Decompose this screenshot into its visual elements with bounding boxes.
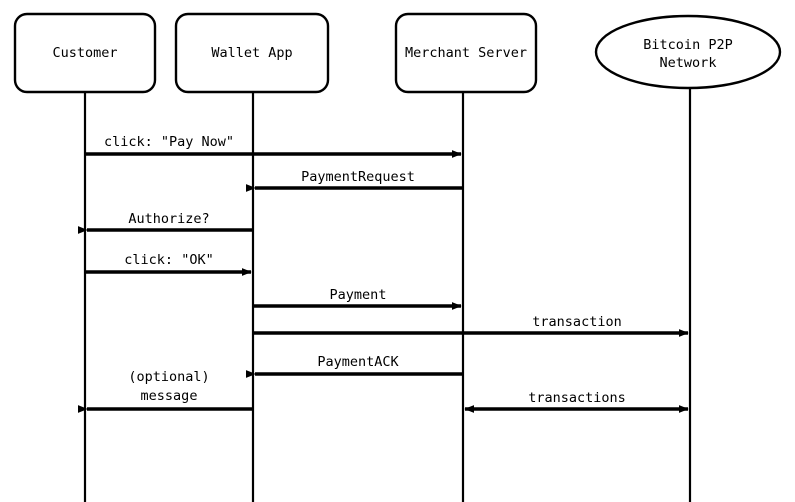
message-optional-message[interactable]: (optional) message bbox=[77, 369, 253, 413]
message-authorize[interactable]: Authorize? bbox=[77, 211, 253, 234]
participant-merchant[interactable]: Merchant Server bbox=[394, 12, 538, 94]
message-payment-ack-label: PaymentACK bbox=[317, 354, 399, 370]
message-transactions-label: transactions bbox=[528, 390, 626, 406]
message-transactions[interactable]: transactions bbox=[464, 390, 689, 413]
participant-bitcoin[interactable]: Bitcoin P2P Network bbox=[594, 14, 782, 90]
participant-customer-box[interactable] bbox=[13, 12, 157, 94]
participant-customer-label: Customer bbox=[52, 45, 117, 61]
message-authorize-label: Authorize? bbox=[128, 211, 209, 227]
message-optional-message-label-line1: (optional) bbox=[128, 369, 209, 385]
participant-bitcoin-ellipse[interactable] bbox=[594, 14, 782, 90]
participant-bitcoin-label-line1: Bitcoin P2P bbox=[643, 37, 732, 53]
participant-wallet-label: Wallet App bbox=[211, 45, 292, 61]
message-transaction-label: transaction bbox=[532, 314, 621, 330]
participant-wallet-box[interactable] bbox=[174, 12, 330, 94]
participant-merchant-label: Merchant Server bbox=[405, 45, 527, 61]
message-transaction[interactable]: transaction bbox=[253, 314, 689, 337]
message-payment-request-label: PaymentRequest bbox=[301, 169, 415, 185]
participant-bitcoin-label-line2: Network bbox=[660, 55, 717, 71]
message-click-pay-now[interactable]: click: "Pay Now" bbox=[85, 134, 462, 158]
message-payment[interactable]: Payment bbox=[253, 287, 462, 310]
message-payment-request[interactable]: PaymentRequest bbox=[245, 169, 463, 192]
participant-merchant-box[interactable] bbox=[394, 12, 538, 94]
message-payment-label: Payment bbox=[330, 287, 387, 303]
participant-customer[interactable]: Customer bbox=[13, 12, 157, 94]
message-click-ok[interactable]: click: "OK" bbox=[85, 252, 252, 276]
message-optional-message-label-line2: message bbox=[141, 388, 198, 404]
message-payment-ack[interactable]: PaymentACK bbox=[245, 354, 463, 378]
message-click-ok-label: click: "OK" bbox=[124, 252, 213, 268]
participant-wallet[interactable]: Wallet App bbox=[174, 12, 330, 94]
lifelines-group bbox=[83, 88, 692, 502]
message-click-pay-now-label: click: "Pay Now" bbox=[104, 134, 234, 150]
